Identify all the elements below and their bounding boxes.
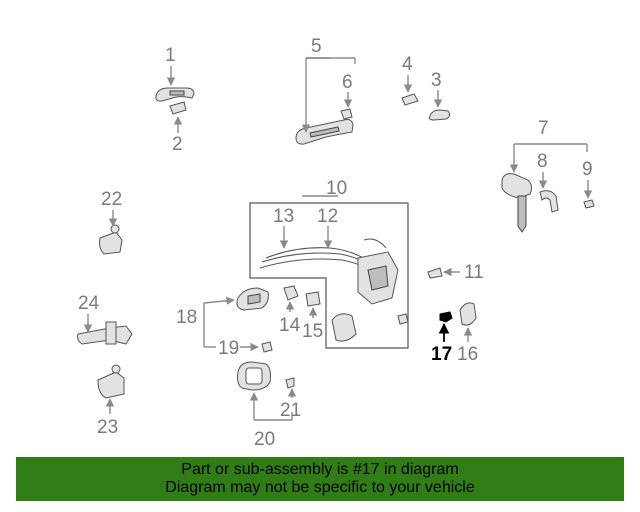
callout-8: 8 — [537, 151, 548, 172]
part-19-screw — [261, 341, 273, 353]
callout-7: 7 — [538, 118, 549, 139]
part-22-hinge-upper — [99, 224, 123, 255]
part-11-rod-clip — [427, 267, 443, 279]
callout-10: 10 — [326, 178, 347, 199]
parts-diagram: 1 2 5 6 4 3 7 8 9 — [77, 36, 595, 450]
callout-1: 1 — [165, 45, 176, 66]
part-5-handle-assembly — [295, 119, 354, 145]
part-23-hinge-lower — [97, 364, 125, 399]
part-21-screw — [285, 377, 295, 389]
part-18-inside-handle — [236, 287, 269, 311]
callout-4: 4 — [402, 54, 413, 75]
banner-line-2: Diagram may not be specific to your vehi… — [165, 479, 475, 496]
callout-12: 12 — [317, 206, 338, 227]
part-15-clip — [305, 291, 321, 307]
callout-23: 23 — [97, 417, 118, 438]
callout-18: 18 — [176, 307, 197, 328]
callout-6: 6 — [342, 72, 353, 93]
callout-2: 2 — [172, 134, 183, 155]
part-10-lock-assembly — [249, 202, 409, 349]
callout-21: 21 — [280, 400, 301, 421]
part-17-screw — [439, 311, 453, 323]
part-2-handle-pad — [169, 101, 187, 115]
callout-5: 5 — [311, 36, 322, 57]
callout-17: 17 — [431, 344, 452, 365]
part-16-striker — [459, 302, 477, 326]
part-8-lock-lever — [539, 190, 559, 213]
part-24-door-check — [77, 321, 133, 345]
callout-14: 14 — [279, 315, 301, 336]
part-14-bushing — [283, 285, 299, 301]
callout-11: 11 — [464, 262, 484, 283]
callout-13: 13 — [273, 206, 294, 227]
callout-19: 19 — [218, 338, 239, 359]
callout-24: 24 — [78, 293, 100, 314]
callout-3: 3 — [431, 70, 442, 91]
banner-line-1: Part or sub-assembly is #17 in diagram — [181, 461, 459, 478]
part-20-inside-handle-bezel — [237, 361, 271, 391]
callout-15: 15 — [302, 321, 323, 342]
callout-22: 22 — [101, 189, 122, 210]
info-banner: Part or sub-assembly is #17 in diagram D… — [16, 457, 624, 501]
part-1-outside-handle — [155, 87, 195, 102]
part-9-clip — [583, 199, 595, 209]
callout-16: 16 — [457, 344, 478, 365]
part-7-lock-cylinder-set — [501, 173, 533, 233]
callout-9: 9 — [582, 159, 593, 180]
part-6-clip — [340, 108, 353, 120]
callout-20: 20 — [254, 429, 275, 450]
part-3-cover — [429, 109, 451, 121]
part-4-cap — [401, 93, 419, 106]
